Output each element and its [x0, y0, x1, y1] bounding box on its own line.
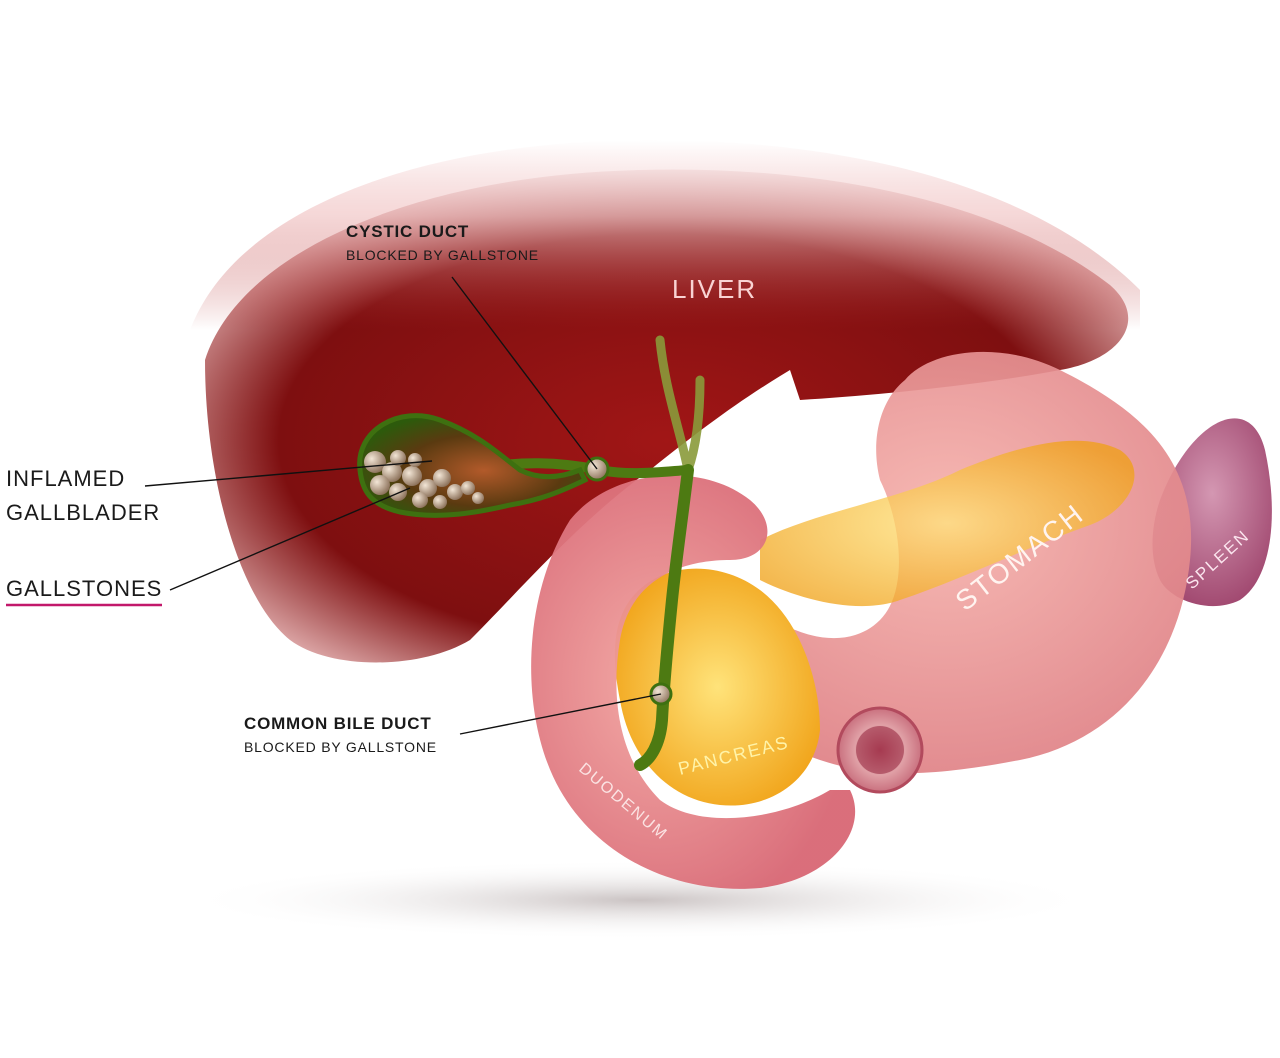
inflamed-gallbladder-label: INFLAMED GALLBLADER: [6, 462, 160, 530]
inflamed-line-2: GALLBLADER: [6, 500, 161, 525]
ground-shadow: [180, 860, 1100, 940]
leader-gallstones: [169, 487, 411, 591]
cystic-duct-title: CYSTIC DUCT: [346, 222, 470, 241]
common-bile-duct-label: COMMON BILE DUCT BLOCKED BY GALLSTONE: [244, 714, 437, 755]
common-bile-duct-subtitle: BLOCKED BY GALLSTONE: [244, 739, 437, 755]
pancreas-head: [614, 568, 820, 806]
common-bile-duct: [634, 464, 694, 771]
cystic-duct-label: CYSTIC DUCT BLOCKED BY GALLSTONE: [346, 222, 539, 263]
gallstones-label: GALLSTONES: [6, 576, 163, 601]
pancreas-body: [760, 440, 1135, 607]
common-bile-duct-title: COMMON BILE DUCT: [244, 714, 432, 733]
hepatic-duct: [655, 335, 705, 475]
organ-label-liver: LIVER: [672, 274, 757, 304]
leader-common: [459, 693, 662, 735]
duodenum-shape: [531, 475, 856, 889]
cystic-duct-subtitle: BLOCKED BY GALLSTONE: [346, 247, 539, 263]
liver-top-fade: [190, 140, 1140, 330]
gallstones-cluster: [364, 450, 484, 509]
leader-inflamed: [144, 460, 433, 487]
inflamed-line-1: INFLAMED: [6, 466, 126, 491]
gallbladder-shape: [357, 413, 589, 518]
pylorus-opening: [856, 726, 904, 774]
leader-cystic: [451, 276, 598, 470]
